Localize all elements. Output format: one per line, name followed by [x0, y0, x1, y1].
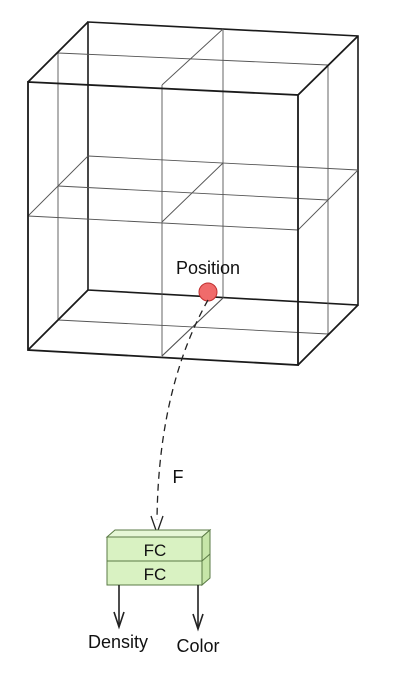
cube-front-edges — [27, 21, 359, 366]
function-label: F — [173, 467, 184, 487]
position-point — [198, 282, 218, 302]
cube-grid-lines — [27, 28, 359, 357]
function-arrow-curve — [156, 299, 209, 521]
output-color-label: Color — [176, 636, 219, 656]
density-arrow — [113, 585, 125, 630]
fc-block — [105, 528, 212, 587]
fc-layer-bottom-label: FC — [144, 565, 167, 584]
output-density-label: Density — [88, 632, 148, 652]
position-label: Position — [176, 258, 240, 278]
fc-layer-bottom — [106, 560, 203, 586]
color-arrow — [192, 585, 204, 632]
fc-layer-top-label: FC — [144, 541, 167, 560]
